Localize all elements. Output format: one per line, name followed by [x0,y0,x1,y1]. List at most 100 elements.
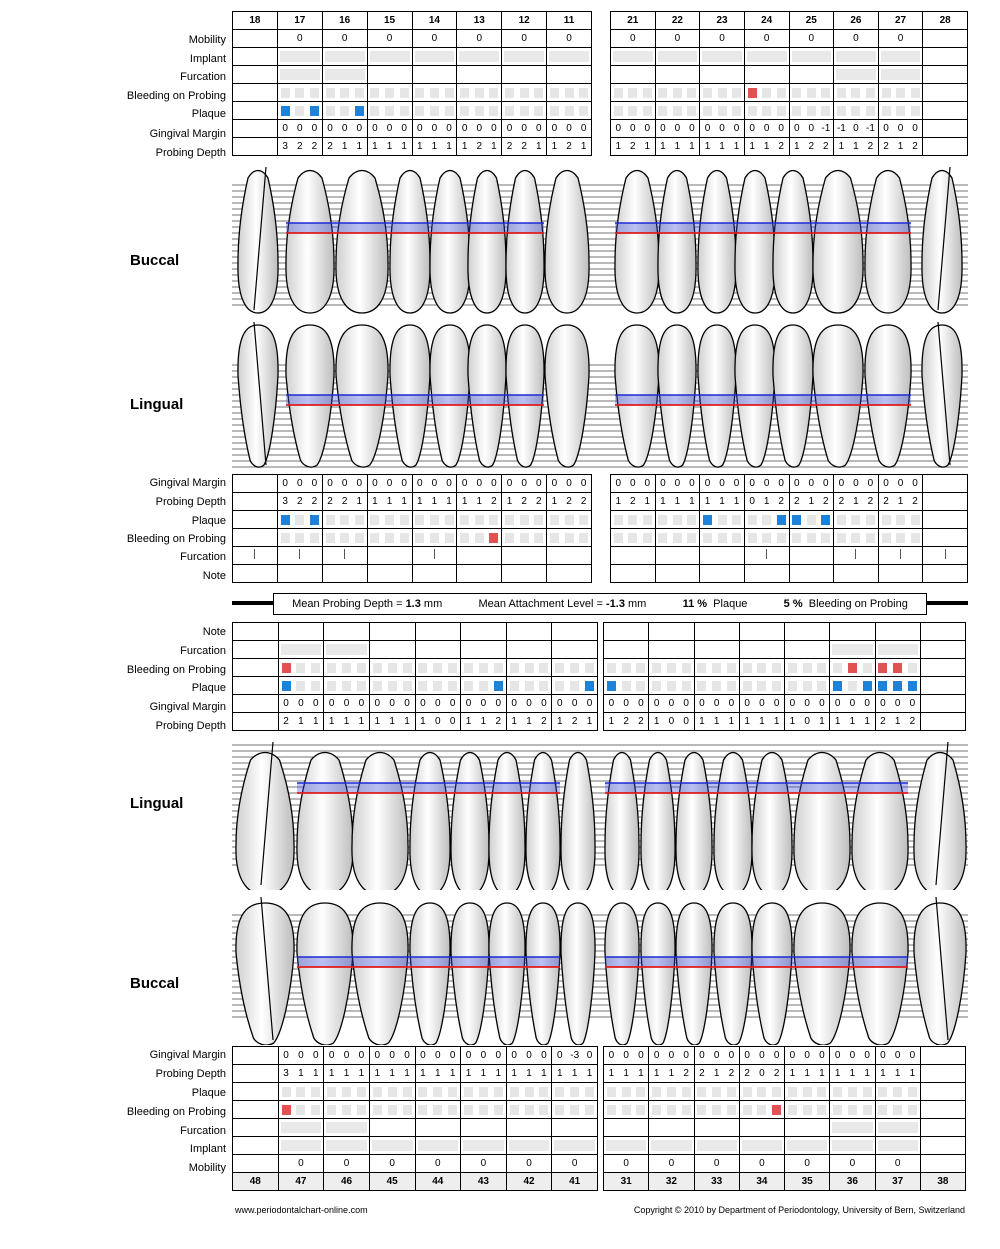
bleeding-cell[interactable] [546,528,592,547]
note-cell[interactable] [743,564,790,583]
tooth[interactable] [409,751,451,891]
site-box[interactable] [613,514,623,525]
site-box[interactable] [309,532,319,543]
shaded-cell[interactable] [326,1122,367,1133]
site-box[interactable] [418,680,428,691]
shaded-cell[interactable] [369,51,410,62]
plaque-cell[interactable] [505,1082,553,1101]
site-box[interactable] [636,680,646,691]
bleeding-cell[interactable] [922,528,968,547]
bleeding-cell[interactable] [743,528,790,547]
furcation-cell[interactable] [277,1118,325,1137]
site-box[interactable] [464,680,474,691]
tooth[interactable] [793,902,851,1045]
implant-cell[interactable] [321,47,368,66]
site-box[interactable] [570,1104,580,1115]
site-box[interactable] [613,532,623,543]
tooth[interactable] [713,751,753,891]
tooth[interactable] [235,902,295,1045]
plaque-marker[interactable] [493,680,503,691]
site-box[interactable] [444,87,454,98]
furcation-cell[interactable] [460,1118,507,1137]
mobility-cell[interactable]: 0 [738,1154,786,1173]
furcation-cell[interactable] [546,65,592,84]
tooth[interactable] [285,169,335,314]
site-box[interactable] [742,1104,752,1115]
site-box[interactable] [387,1086,397,1097]
site-box[interactable] [474,87,484,98]
tooth[interactable] [913,751,967,891]
site-box[interactable] [726,662,736,673]
bleeding-cell[interactable] [276,83,323,102]
bleeding-cell[interactable] [699,528,745,547]
tooth[interactable] [296,751,354,891]
tooth[interactable] [614,169,660,314]
site-box[interactable] [687,514,697,525]
site-box[interactable] [460,514,470,525]
plaque-marker[interactable] [309,105,319,116]
implant-cell[interactable] [414,1136,462,1155]
note-cell[interactable] [738,622,786,641]
site-box[interactable] [697,1104,707,1115]
note-cell[interactable] [232,622,279,641]
site-box[interactable] [681,662,691,673]
site-box[interactable] [697,680,707,691]
site-box[interactable] [642,532,652,543]
site-box[interactable] [717,87,727,98]
site-box[interactable] [613,87,623,98]
site-box[interactable] [534,514,544,525]
tooth[interactable] [604,902,640,1045]
implant-cell[interactable] [919,1136,967,1155]
shaded-cell[interactable] [324,51,365,62]
site-box[interactable] [847,1104,857,1115]
shaded-cell[interactable] [836,69,876,80]
site-box[interactable] [726,1104,736,1115]
site-box[interactable] [549,514,559,525]
site-box[interactable] [712,1086,722,1097]
plaque-cell[interactable] [922,101,968,120]
site-box[interactable] [309,87,319,98]
mobility-cell[interactable]: 0 [551,1154,598,1173]
mobility-cell[interactable] [922,29,968,48]
mobility-cell[interactable]: 0 [366,29,413,48]
site-box[interactable] [327,1104,337,1115]
site-box[interactable] [340,87,350,98]
tooth[interactable] [604,751,640,891]
plaque-cell[interactable] [602,1082,650,1101]
site-box[interactable] [712,680,722,691]
furcation-cell[interactable] [874,1118,921,1137]
site-box[interactable] [402,1104,412,1115]
site-box[interactable] [474,532,484,543]
plaque-cell[interactable] [232,510,278,529]
tooth[interactable] [488,751,526,891]
site-box[interactable] [519,87,529,98]
plaque-cell[interactable] [919,676,967,695]
implant-cell[interactable] [232,1136,279,1155]
note-cell[interactable] [602,622,650,641]
shaded-cell[interactable] [554,1140,595,1151]
site-box[interactable] [415,87,425,98]
site-box[interactable] [681,1104,691,1115]
tooth[interactable] [734,324,776,468]
furcation-cell[interactable] [321,65,368,84]
tooth[interactable] [640,751,676,891]
furcation-cell[interactable] [610,65,656,84]
site-box[interactable] [311,662,321,673]
